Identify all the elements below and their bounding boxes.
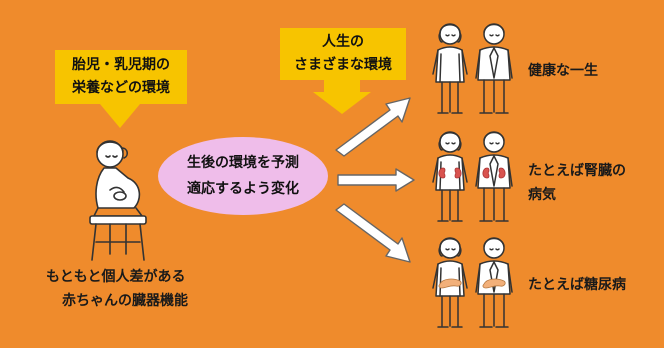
adaptation-oval: 生後の環境を予測 適応するよう変化	[158, 137, 328, 215]
oval-line2: 適応するよう変化	[187, 181, 299, 197]
down-arrow-icon	[100, 104, 140, 128]
bottom-left-line1: もともと個人差がある	[46, 269, 186, 285]
prenatal-box-line1: 胎児・乳児期の	[72, 57, 170, 73]
couple-kidney-icon	[432, 131, 513, 222]
oval-line1: 生後の環境を予測	[187, 155, 299, 171]
bottom-left-line2: 赤ちゃんの臓器機能	[62, 293, 188, 309]
outcome-kidney-label-2: 病気	[528, 187, 556, 203]
life-box-line1: 人生の	[322, 34, 364, 50]
pregnant-woman-icon	[89, 140, 147, 261]
outcome-diabetes-label: たとえば糖尿病	[528, 277, 626, 293]
outcome-healthy-label: 健康な一生	[528, 63, 598, 79]
couple-healthy-icon	[432, 23, 513, 114]
arrow-down-right-icon	[335, 203, 411, 263]
prenatal-box-line2: 栄養などの環境	[72, 80, 170, 96]
down-arrow-icon	[313, 80, 371, 114]
couple-diabetes-icon	[432, 237, 513, 328]
outcome-kidney-label-1: たとえば腎臓の	[528, 163, 626, 179]
prenatal-environment-box: 胎児・乳児期の 栄養などの環境	[55, 50, 187, 104]
arrow-right-icon	[337, 168, 415, 192]
life-box-line2: さまざまな環境	[294, 57, 392, 73]
life-environment-box: 人生の さまざまな環境	[280, 28, 406, 80]
arrow-up-right-icon	[335, 97, 411, 157]
